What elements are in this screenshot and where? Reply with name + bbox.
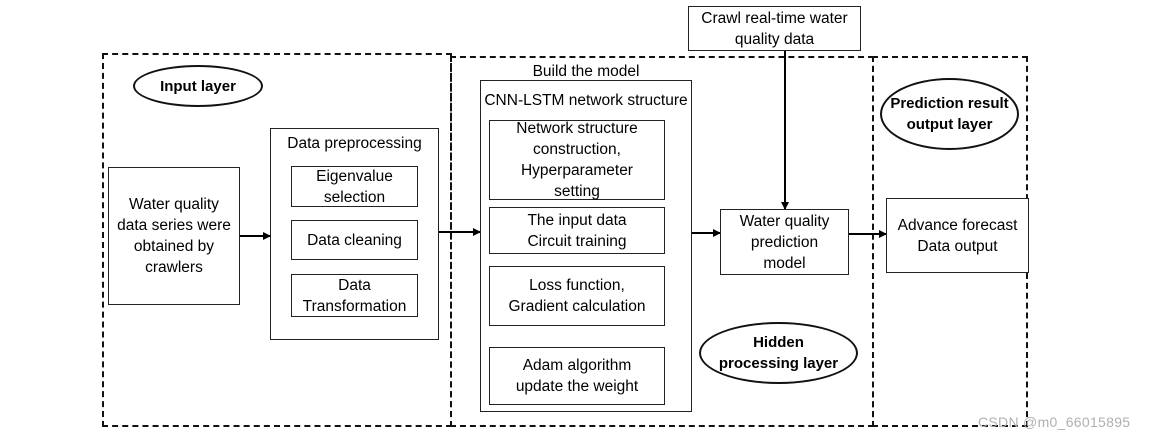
input-layer-label: Input layer — [133, 65, 263, 107]
water-quality-prediction-model-box: Water quality prediction model — [720, 209, 849, 275]
build-model-title: Build the model — [532, 63, 640, 80]
loss-gradient-box: Loss function, Gradient calculation — [489, 266, 665, 326]
data-cleaning-box: Data cleaning — [291, 220, 418, 260]
network-construction-box: Network structure construction, Hyperpar… — [489, 120, 665, 200]
cnn-lstm-title: CNN-LSTM network structure — [484, 92, 688, 109]
crawl-realtime-box: Crawl real-time water quality data — [688, 6, 861, 51]
output-layer-label: Prediction result output layer — [880, 78, 1019, 150]
adam-algorithm-box: Adam algorithm update the weight — [489, 347, 665, 405]
data-preprocessing-title: Data preprocessing — [287, 135, 422, 152]
data-transformation-box: Data Transformation — [291, 274, 418, 317]
input-data-training-box: The input data Circuit training — [489, 207, 665, 254]
watermark: CSDN @m0_66015895 — [978, 414, 1131, 430]
water-quality-series-box: Water quality data series were obtained … — [108, 167, 240, 305]
eigenvalue-selection-box: Eigenvalue selection — [291, 166, 418, 207]
advance-forecast-box: Advance forecast Data output — [886, 198, 1029, 273]
hidden-layer-label: Hidden processing layer — [699, 322, 858, 384]
